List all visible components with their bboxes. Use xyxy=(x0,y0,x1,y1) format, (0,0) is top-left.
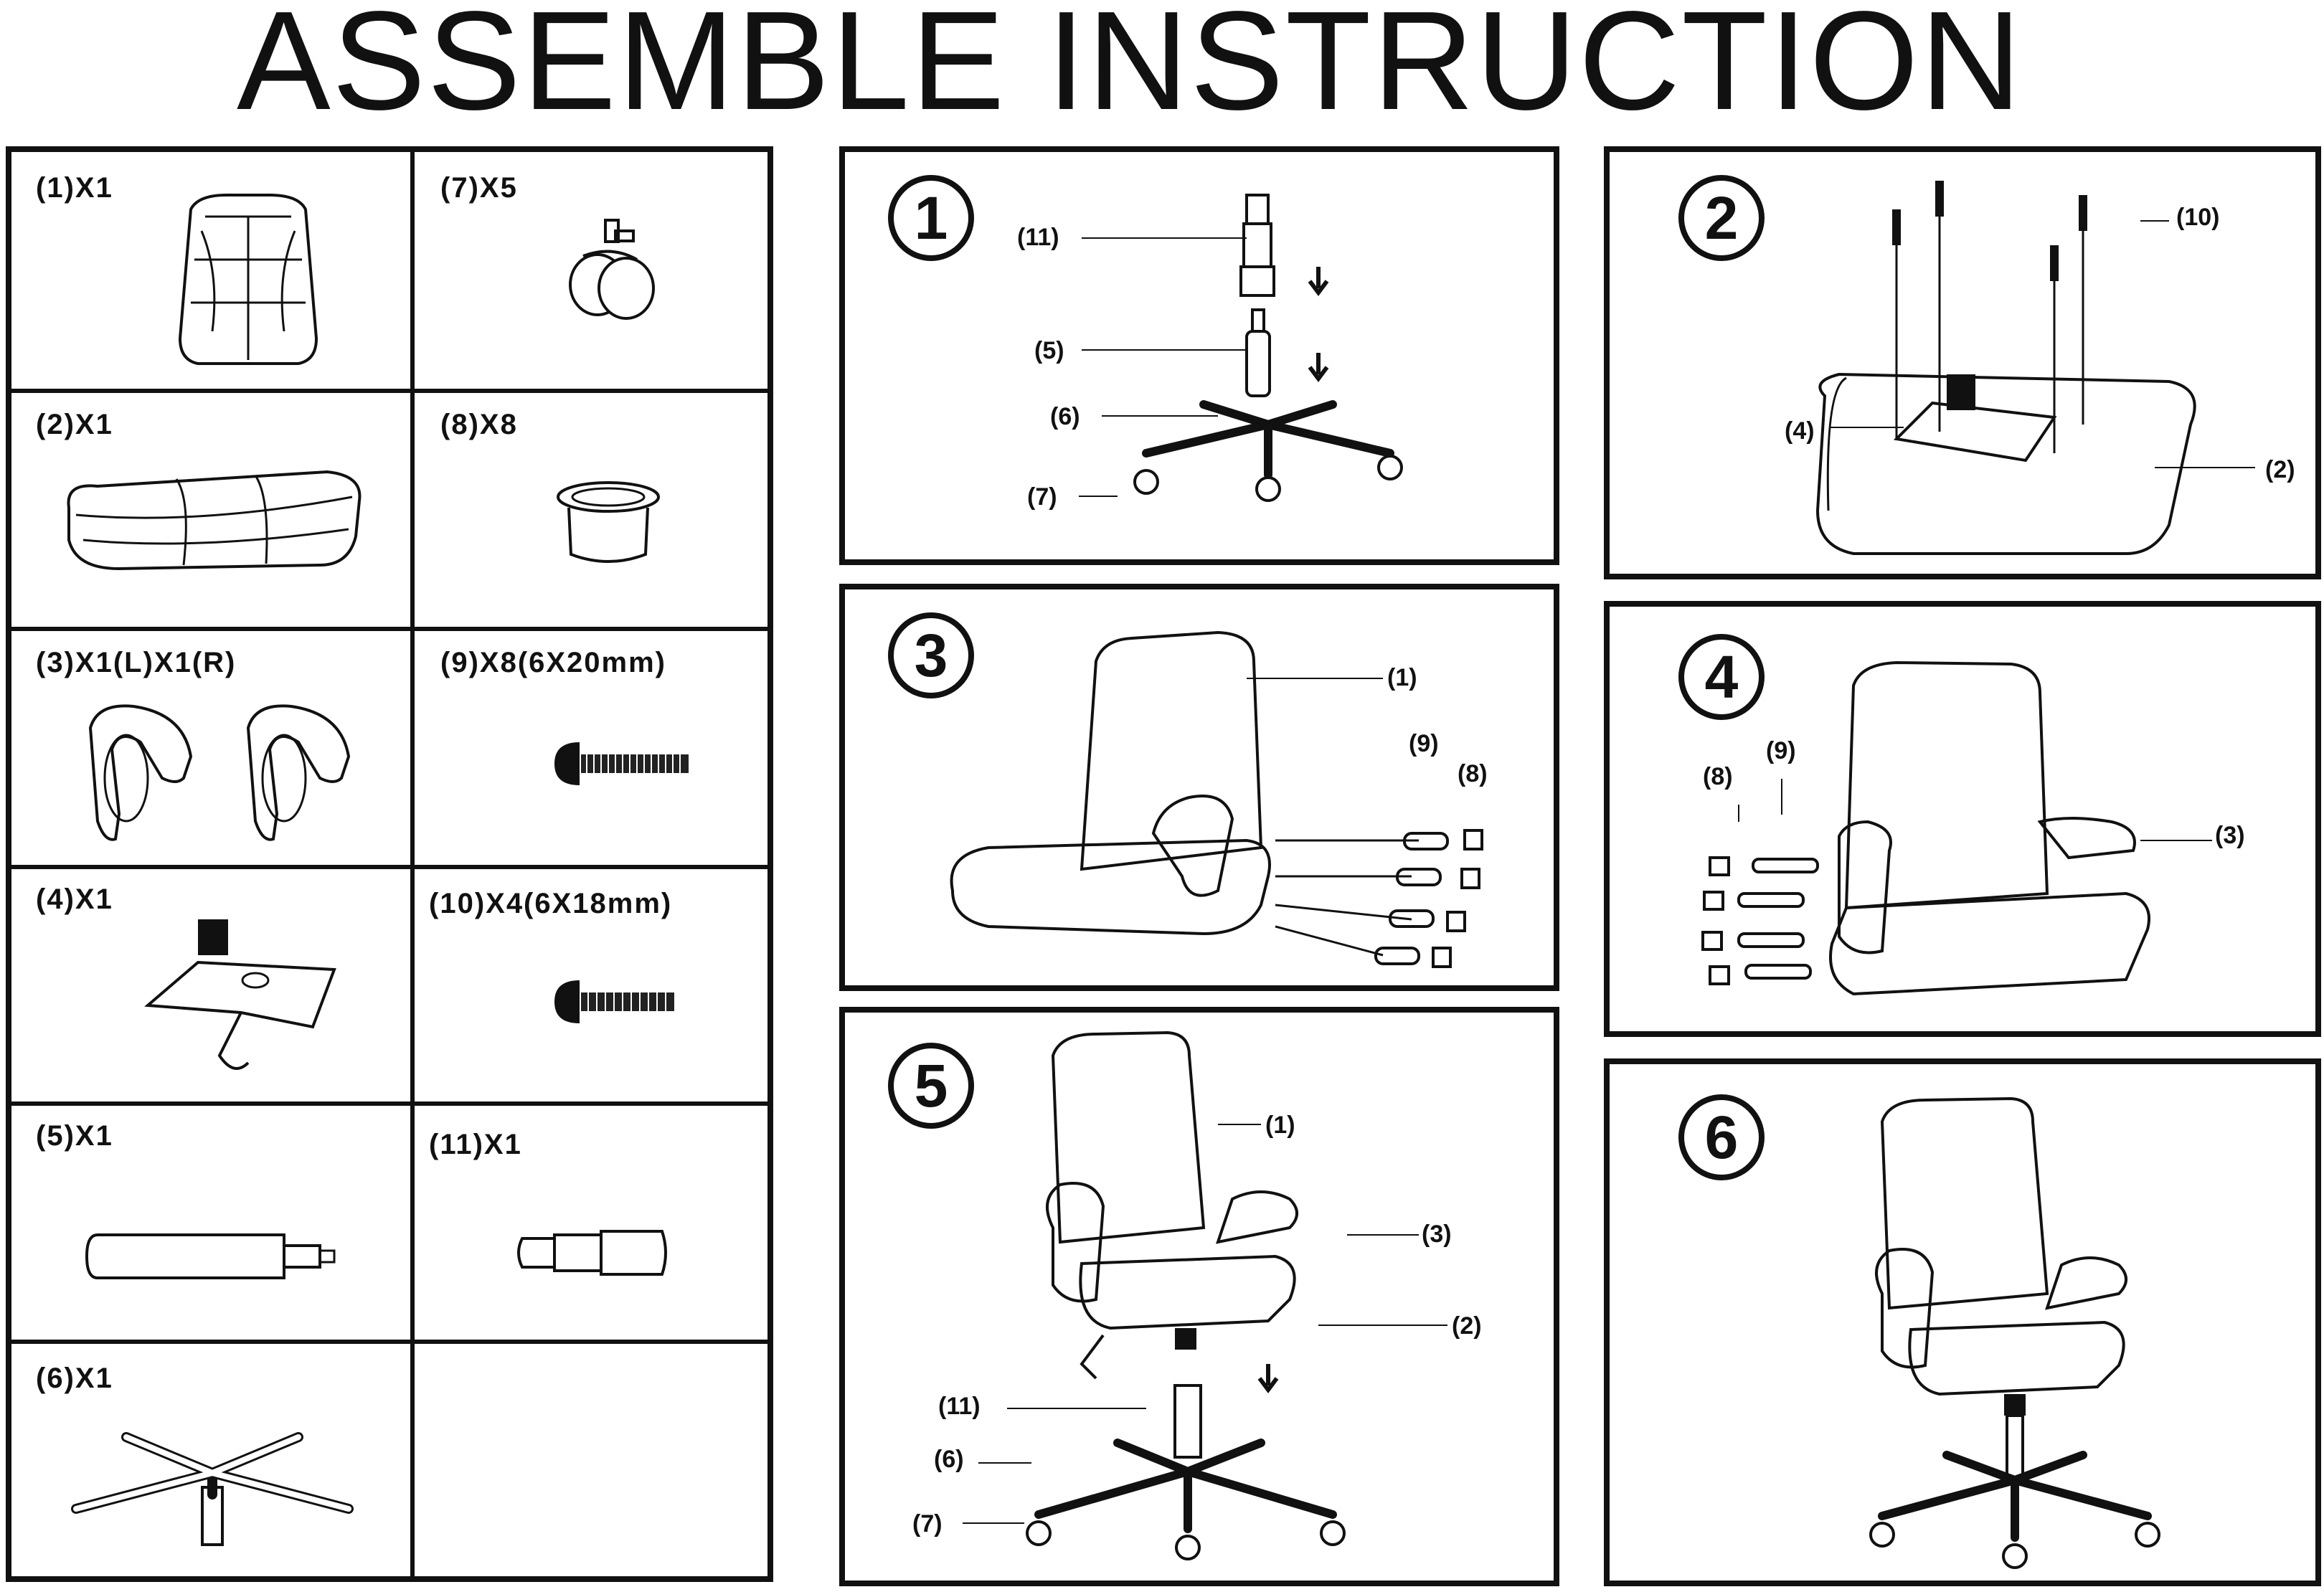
callout-label: (6) xyxy=(1050,403,1080,430)
backrest-icon xyxy=(162,188,334,374)
part-cell-caster: (7)X5 xyxy=(415,152,767,389)
part-cell-armrests: (3)X1(L)X1(R) xyxy=(11,631,410,865)
step-4-panel: 4 (9) (8) (3) xyxy=(1604,601,2321,1037)
callout-label: (6) xyxy=(934,1446,964,1473)
part-label: (9)X8(6X20mm) xyxy=(440,647,667,678)
table-row-divider xyxy=(11,1101,767,1106)
right-armrest-icon xyxy=(234,699,356,850)
callout-label: (3) xyxy=(1422,1221,1452,1248)
bolt-icon xyxy=(554,742,689,785)
part-cell-empty xyxy=(415,1344,767,1576)
callout-label: (8) xyxy=(1458,760,1488,787)
step-number-badge: 1 xyxy=(888,175,974,261)
step-number-badge: 5 xyxy=(888,1043,974,1129)
seat-cushion-icon xyxy=(55,458,370,579)
callout-label: (8) xyxy=(1703,763,1733,790)
part-cell-bolt-20: (9)X8(6X20mm) xyxy=(415,631,767,865)
part-cell-base: (6)X1 xyxy=(11,1344,410,1576)
step-number-badge: 3 xyxy=(888,612,974,698)
tilt-mechanism-icon xyxy=(133,919,349,1084)
part-label: (5)X1 xyxy=(36,1120,113,1152)
part-label: (7)X5 xyxy=(440,172,518,204)
assembled-chair-icon xyxy=(1610,1064,2324,1592)
callout-label: (7) xyxy=(912,1510,943,1537)
step-1-panel: 1 (11) (5) (6) (7) xyxy=(839,146,1559,565)
step-2-panel: 2 (10) (4) (2) xyxy=(1604,146,2321,579)
step-3-drawing xyxy=(845,589,1565,997)
five-star-base-icon xyxy=(62,1416,363,1559)
step-number-badge: 2 xyxy=(1678,175,1765,261)
part-cell-gas-lift: (5)X1 xyxy=(11,1106,410,1340)
left-armrest-icon xyxy=(76,699,198,850)
part-label: (2)X1 xyxy=(36,409,113,440)
plastic-cap-icon xyxy=(551,479,666,572)
callout-label: (3) xyxy=(2215,822,2245,849)
step-number-badge: 4 xyxy=(1678,634,1765,720)
step-3-panel: 3 (1) (9) (8) xyxy=(839,584,1559,991)
gas-lift-icon xyxy=(83,1228,370,1285)
part-label: (1)X1 xyxy=(36,172,113,204)
part-cell-backrest: (1)X1 xyxy=(11,152,410,389)
part-cell-cap: (8)X8 xyxy=(415,393,767,627)
callout-label: (2) xyxy=(2265,456,2295,483)
callout-label: (7) xyxy=(1027,483,1057,511)
parts-list-table: (1)X1 (7)X5 (2)X1 (8)X8 xyxy=(6,146,773,1582)
part-label: (6)X1 xyxy=(36,1363,113,1394)
part-label: (4)X1 xyxy=(36,883,113,915)
part-label: (11)X1 xyxy=(429,1129,522,1160)
callout-label: (9) xyxy=(1409,730,1439,757)
callout-label: (11) xyxy=(938,1393,981,1420)
step-5-drawing xyxy=(963,1013,1447,1592)
callout-label: (4) xyxy=(1785,417,1815,445)
table-row-divider xyxy=(11,865,767,869)
step-5-panel: 5 (1) (3) (2) (11) (6) (7) xyxy=(839,1007,1559,1586)
step-6-panel: 6 xyxy=(1604,1058,2321,1586)
table-column-divider xyxy=(410,152,415,1576)
telescopic-cover-icon xyxy=(515,1228,673,1278)
table-row-divider xyxy=(11,1340,767,1344)
callout-label: (1) xyxy=(1265,1112,1295,1139)
callout-label: (9) xyxy=(1766,737,1796,764)
step-2-drawing xyxy=(1610,181,2255,585)
step-1-drawing xyxy=(1079,152,1565,571)
page-title: ASSEMBLE INSTRUCTION xyxy=(237,0,2023,139)
part-label: (8)X8 xyxy=(440,409,518,440)
caster-wheel-icon xyxy=(565,217,658,324)
table-row-divider xyxy=(11,627,767,631)
part-cell-mechanism: (4)X1 xyxy=(11,869,410,1101)
callout-label: (2) xyxy=(1452,1312,1482,1340)
part-cell-bolt-18: (10)X4(6X18mm) xyxy=(415,869,767,1101)
callout-label: (11) xyxy=(1017,224,1059,251)
table-row-divider xyxy=(11,389,767,393)
step-4-drawing xyxy=(1610,607,2324,1043)
part-label: (10)X4(6X18mm) xyxy=(429,888,673,919)
part-cell-cover: (11)X1 xyxy=(415,1106,767,1340)
callout-label: (10) xyxy=(2176,204,2220,231)
callout-label: (5) xyxy=(1034,337,1064,364)
bolt-icon xyxy=(554,980,674,1023)
step-number-badge: 6 xyxy=(1678,1094,1765,1180)
part-label: (3)X1(L)X1(R) xyxy=(36,647,237,678)
callout-label: (1) xyxy=(1387,664,1417,691)
part-cell-seat: (2)X1 xyxy=(11,393,410,627)
